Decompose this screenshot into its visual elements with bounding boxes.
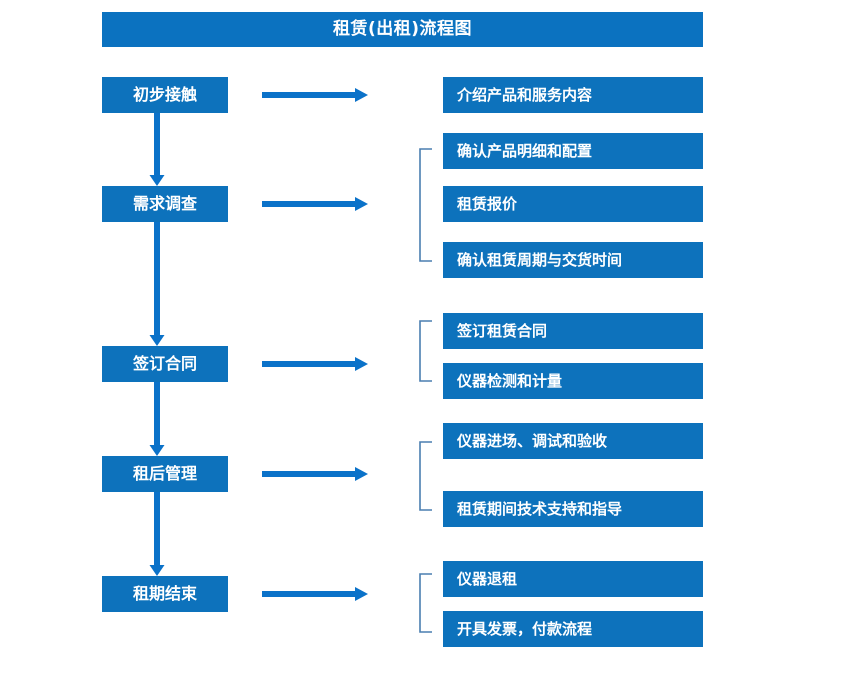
detail-label-5-2: 开具发票，付款流程 — [457, 619, 593, 638]
detail-label-1-1: 介绍产品和服务内容 — [457, 85, 593, 104]
arrow-right-stage-4-icon — [262, 466, 368, 482]
arrow-down-1-to-2-icon — [149, 113, 165, 186]
detail-box-5-1[interactable]: 仪器退租 — [443, 561, 703, 597]
detail-box-4-2[interactable]: 租赁期间技术支持和指导 — [443, 491, 703, 527]
detail-label-3-1: 签订租赁合同 — [457, 321, 548, 340]
group-bracket-3 — [418, 320, 434, 382]
stage-box-4[interactable]: 租后管理 — [102, 456, 228, 492]
detail-box-3-1[interactable]: 签订租赁合同 — [443, 313, 703, 349]
stage-label-3: 签订合同 — [132, 354, 197, 373]
detail-box-2-2[interactable]: 租赁报价 — [443, 186, 703, 222]
detail-label-3-2: 仪器检测和计量 — [457, 371, 563, 390]
detail-box-1-1[interactable]: 介绍产品和服务内容 — [443, 77, 703, 113]
group-bracket-2 — [418, 148, 434, 262]
detail-box-5-2[interactable]: 开具发票，付款流程 — [443, 611, 703, 647]
stage-label-4: 租后管理 — [132, 464, 197, 483]
detail-box-4-1[interactable]: 仪器进场、调试和验收 — [443, 423, 703, 459]
detail-label-5-1: 仪器退租 — [457, 569, 518, 588]
detail-box-3-2[interactable]: 仪器检测和计量 — [443, 363, 703, 399]
detail-box-2-1[interactable]: 确认产品明细和配置 — [443, 133, 703, 169]
detail-box-2-3[interactable]: 确认租赁周期与交货时间 — [443, 242, 703, 278]
detail-label-2-1: 确认产品明细和配置 — [457, 141, 593, 160]
detail-label-2-2: 租赁报价 — [457, 194, 518, 213]
arrow-right-stage-1-icon — [262, 87, 368, 103]
stage-box-2[interactable]: 需求调查 — [102, 186, 228, 222]
detail-label-4-1: 仪器进场、调试和验收 — [457, 431, 608, 450]
stage-label-5: 租期结束 — [132, 584, 197, 603]
stage-box-3[interactable]: 签订合同 — [102, 346, 228, 382]
arrow-down-3-to-4-icon — [149, 382, 165, 456]
stage-box-1[interactable]: 初步接触 — [102, 77, 228, 113]
group-bracket-5 — [418, 573, 434, 633]
detail-label-2-3: 确认租赁周期与交货时间 — [457, 250, 623, 269]
group-bracket-4 — [418, 441, 434, 511]
arrow-right-stage-3-icon — [262, 356, 368, 372]
arrow-right-stage-5-icon — [262, 586, 368, 602]
stage-label-1: 初步接触 — [132, 85, 197, 104]
stage-box-5[interactable]: 租期结束 — [102, 576, 228, 612]
page-title: 租赁(出租)流程图 — [332, 19, 473, 39]
arrow-down-2-to-3-icon — [149, 222, 165, 346]
arrow-right-stage-2-icon — [262, 196, 368, 212]
stage-label-2: 需求调查 — [132, 194, 197, 213]
arrow-down-4-to-5-icon — [149, 492, 165, 576]
flowchart-title-bar: 租赁(出租)流程图 — [102, 12, 703, 47]
detail-label-4-2: 租赁期间技术支持和指导 — [457, 499, 623, 518]
